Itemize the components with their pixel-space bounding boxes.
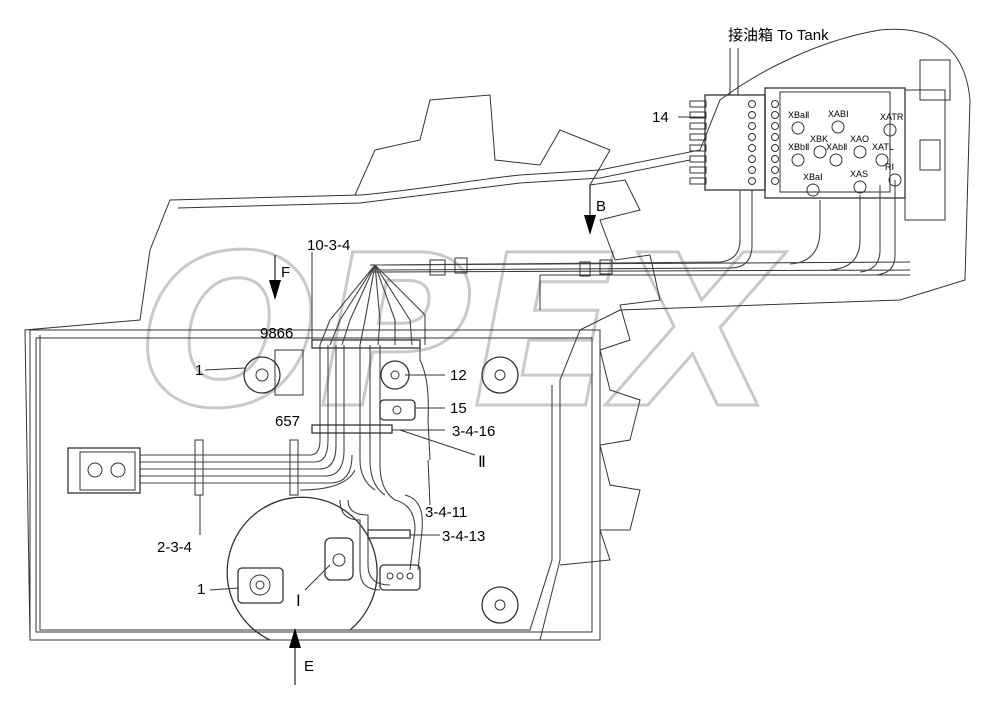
detail-I-component — [324, 537, 354, 581]
callout-12: 12 — [450, 367, 467, 384]
valve-port-circle — [831, 120, 845, 134]
machine-outline-inner — [39, 159, 691, 631]
view-arrow-f — [269, 255, 281, 300]
fitting-6 — [689, 155, 707, 163]
valve-port-circle — [875, 153, 889, 167]
fitting-3 — [689, 122, 707, 130]
detail-label-i: Ⅰ — [296, 593, 301, 610]
hose-clamps — [194, 339, 421, 539]
lower-port-block — [379, 564, 421, 591]
hose-fanout — [319, 264, 426, 346]
valve-port-circle — [791, 121, 805, 135]
fitting-2 — [689, 111, 707, 119]
valve-port-circle — [791, 153, 805, 167]
fitting-port-8 — [748, 177, 756, 185]
callout-3-4-16: 3-4-16 — [452, 423, 495, 440]
detail-label-ii: Ⅱ — [478, 454, 486, 471]
callout-14: 14 — [652, 109, 669, 126]
valve-port-circle — [813, 145, 827, 159]
view-label-e: E — [304, 658, 314, 675]
frame-hole-lower — [481, 586, 519, 624]
valve-port-label: XBbⅡ — [788, 142, 809, 152]
view-arrow-e — [289, 628, 301, 685]
valve-port-label: XBK — [810, 134, 828, 144]
callout-2-3-4: 2-3-4 — [157, 539, 192, 556]
valve-port-circle — [829, 153, 843, 167]
fitting-8 — [689, 177, 707, 185]
hose-bundle-main — [379, 180, 896, 276]
valve-port-label: XATR — [880, 112, 904, 122]
valve-port-label: XBaⅠ — [803, 172, 823, 182]
frame-hole-upper — [481, 356, 519, 394]
fitting-port-right-8 — [771, 177, 779, 185]
fitting-port-right-4 — [771, 133, 779, 141]
callout-10-3-4: 10-3-4 — [307, 237, 350, 254]
valve-port-circle — [853, 145, 867, 159]
opex-watermark: OPEX — [140, 210, 787, 455]
callout-1-lower: 1 — [197, 581, 205, 598]
rail-fittings — [429, 257, 613, 277]
hose-bundle-left — [140, 439, 356, 491]
valve-port-circle — [853, 180, 867, 194]
pump-circle — [226, 496, 378, 641]
hose-vertical-run — [319, 345, 431, 501]
frame-plate-inner — [35, 337, 593, 633]
valve-port-label: RⅠ — [885, 162, 894, 172]
frame-hole-upper-center — [494, 369, 506, 381]
valve-port-label: XATL — [872, 142, 894, 152]
frame-plate — [29, 329, 601, 641]
leader-lines — [199, 116, 705, 591]
valve-port-label: XAO — [850, 134, 869, 144]
fitting-4 — [689, 133, 707, 141]
callout-1-upper: 1 — [195, 362, 203, 379]
fitting-5 — [689, 144, 707, 152]
fitting-port-right-2 — [771, 111, 779, 119]
fitting-port-right-5 — [771, 144, 779, 152]
callout-15: 15 — [450, 400, 467, 417]
fitting-port-4 — [748, 133, 756, 141]
view-label-b: B — [596, 198, 606, 215]
fitting-port-right-3 — [771, 122, 779, 130]
fitting-port-5 — [748, 144, 756, 152]
component-1-lower — [237, 567, 284, 604]
tank-pipe — [729, 48, 739, 95]
callout-3-4-11: 3-4-11 — [425, 504, 467, 521]
valve-port-circle — [883, 123, 897, 137]
fitting-port-7 — [748, 166, 756, 174]
fitting-1 — [689, 100, 707, 108]
control-valve-block — [704, 59, 951, 221]
component-15 — [379, 399, 416, 421]
valve-port-label: XAS — [850, 169, 868, 179]
fitting-port-right-7 — [771, 166, 779, 174]
callout-3-4-13: 3-4-13 — [442, 528, 485, 545]
fitting-7 — [689, 166, 707, 174]
valve-port-label: XAbⅡ — [826, 142, 847, 152]
gear-plate — [354, 94, 661, 566]
fitting-port-2 — [748, 111, 756, 119]
left-pilot-valve — [67, 447, 141, 494]
main-rail — [369, 261, 911, 310]
fitting-port-3 — [748, 122, 756, 130]
fitting-port-6 — [748, 155, 756, 163]
valve-port-label: XABⅠ — [828, 109, 849, 119]
valve-port-circle — [806, 183, 820, 197]
hose-lower — [339, 494, 423, 591]
component-1-upper — [243, 349, 304, 396]
frame-hole-lower-center — [494, 599, 506, 611]
machine-outline — [24, 28, 971, 641]
callout-9866: 9866 — [260, 325, 293, 342]
title-to-tank: 接油箱 To Tank — [728, 27, 829, 44]
return-fittings — [689, 100, 779, 185]
view-label-f: F — [281, 264, 290, 281]
fitting-port-right-1 — [771, 100, 779, 108]
view-arrow-b — [584, 185, 596, 235]
valve-port-label: XBaⅡ — [788, 110, 809, 120]
fitting-port-right-6 — [771, 155, 779, 163]
valve-port-labels: XBaⅡ XABⅠ XBK XAO XATR XBbⅡ XAbⅡ XATL XBaⅠ XAS RⅠ — [788, 109, 904, 197]
fitting-port-1 — [748, 100, 756, 108]
callout-657: 657 — [275, 413, 300, 430]
